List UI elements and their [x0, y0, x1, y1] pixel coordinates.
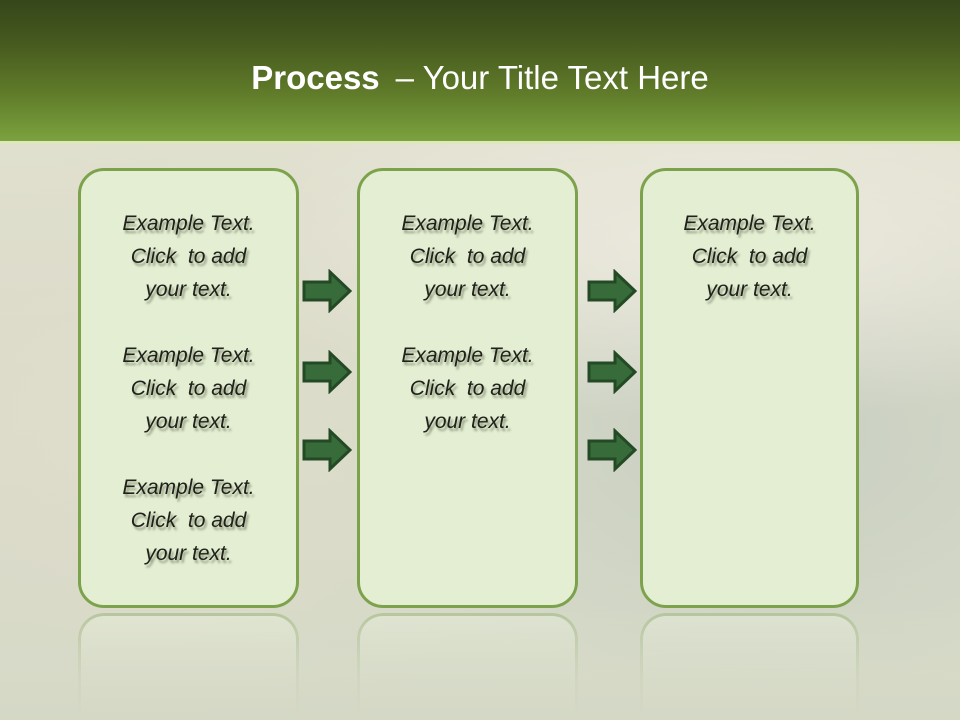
text-line: Example Text.	[122, 212, 255, 235]
text-line: Click to add	[130, 377, 247, 400]
right-arrow-icon	[587, 350, 637, 394]
box-1-content: Example Text. Click to add your text. Ex…	[81, 171, 296, 570]
text-line: Click to add	[409, 245, 526, 268]
text-line: your text.	[706, 278, 793, 301]
slide-title-subtitle: – Your Title Text Here	[395, 58, 709, 96]
text-line: Example Text.	[122, 476, 255, 499]
text-line: your text.	[424, 410, 511, 433]
text-placeholder[interactable]: Example Text. Click to add your text.	[81, 207, 296, 306]
text-line: Click to add	[691, 245, 808, 268]
process-box-3[interactable]: Example Text. Click to add your text.	[640, 168, 859, 608]
text-line: your text.	[145, 410, 232, 433]
right-arrow-icon	[587, 428, 637, 472]
right-arrow-icon	[302, 428, 352, 472]
box-reflection	[357, 613, 578, 720]
text-placeholder[interactable]: Example Text. Click to add your text.	[360, 207, 575, 306]
text-line: Example Text.	[683, 212, 816, 235]
text-line: your text.	[424, 278, 511, 301]
text-placeholder[interactable]: Example Text. Click to add your text.	[643, 207, 856, 306]
right-arrow-icon	[302, 350, 352, 394]
text-placeholder[interactable]: Example Text. Click to add your text.	[360, 339, 575, 438]
process-box-1[interactable]: Example Text. Click to add your text. Ex…	[78, 168, 299, 608]
slide-title-keyword: Process	[251, 58, 380, 96]
text-line: Click to add	[409, 377, 526, 400]
text-line: Click to add	[130, 509, 247, 532]
slide-title[interactable]: Process – Your Title Text Here	[251, 45, 709, 97]
process-box-2[interactable]: Example Text. Click to add your text. Ex…	[357, 168, 578, 608]
right-arrow-icon	[302, 269, 352, 313]
box-reflection	[78, 613, 299, 720]
box-2-content: Example Text. Click to add your text. Ex…	[360, 171, 575, 438]
text-line: Example Text.	[122, 344, 255, 367]
right-arrow-icon	[587, 269, 637, 313]
box-reflection	[640, 613, 859, 720]
box-3-content: Example Text. Click to add your text.	[643, 171, 856, 306]
text-line: your text.	[145, 278, 232, 301]
text-line: Click to add	[130, 245, 247, 268]
title-band: Process – Your Title Text Here	[0, 0, 960, 144]
text-placeholder[interactable]: Example Text. Click to add your text.	[81, 471, 296, 570]
text-placeholder[interactable]: Example Text. Click to add your text.	[81, 339, 296, 438]
text-line: Example Text.	[401, 344, 534, 367]
text-line: Example Text.	[401, 212, 534, 235]
text-line: your text.	[145, 542, 232, 565]
